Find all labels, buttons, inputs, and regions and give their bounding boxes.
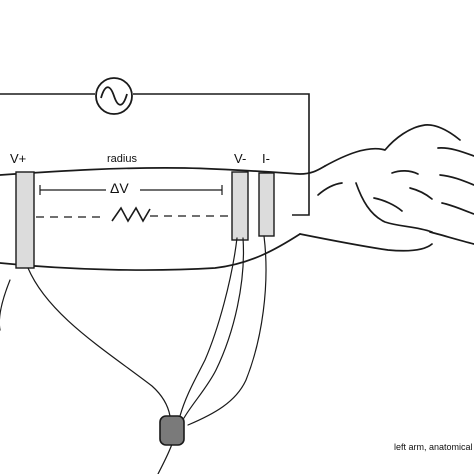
delta-v-label: ΔV <box>110 180 129 196</box>
ac-source-icon <box>95 77 133 115</box>
electrode-i-minus <box>258 172 275 237</box>
v-minus-label: V- <box>234 151 246 166</box>
electrode-v-minus <box>231 171 249 241</box>
sensor-module-icon <box>159 415 185 446</box>
lead-wires <box>0 235 267 474</box>
radius-label: radius <box>107 153 137 165</box>
caption-text: left arm, anatomical <box>394 442 473 452</box>
dashed-measurement-line <box>36 215 232 218</box>
circuit-wire <box>0 93 310 216</box>
v-plus-label: V+ <box>10 151 26 166</box>
arm-outline <box>0 165 326 271</box>
impedance-zigzag-icon <box>111 206 151 223</box>
radius-marker <box>39 185 223 195</box>
hand-outline <box>299 124 474 252</box>
i-minus-label: I- <box>262 151 270 166</box>
electrode-v-plus <box>15 171 35 269</box>
